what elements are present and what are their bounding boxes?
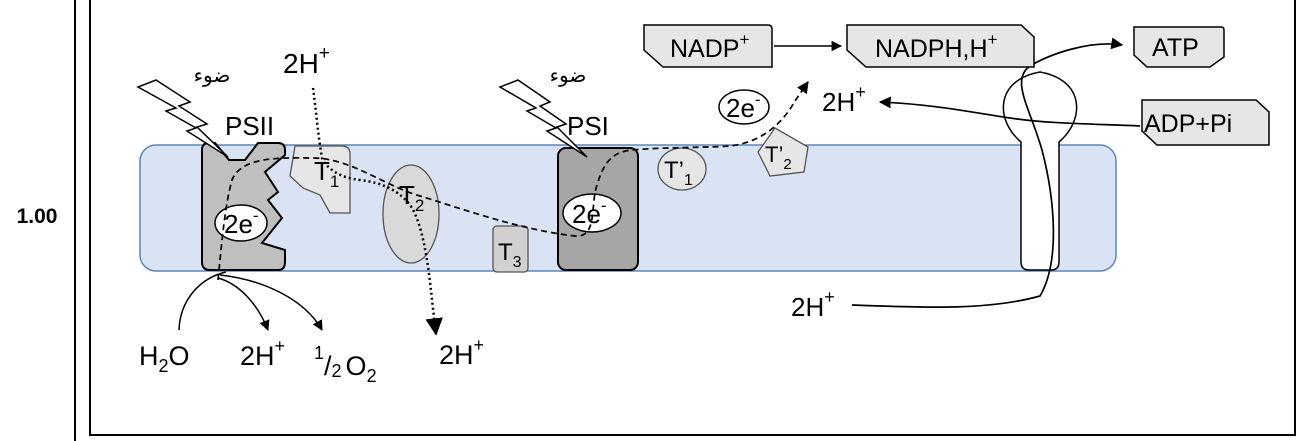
proton-water-label: 2H+ bbox=[240, 336, 285, 371]
water-arrow-right bbox=[219, 274, 323, 331]
carrier-t3 bbox=[492, 225, 529, 273]
carrier-tp2-label: T’2 bbox=[765, 142, 792, 173]
score-value: 1.00 bbox=[16, 205, 58, 228]
proton-flow-atp-synthase bbox=[851, 37, 1124, 308]
water-label: H2O bbox=[139, 341, 190, 376]
proton-path bbox=[311, 87, 443, 336]
carrier-tp2 bbox=[757, 127, 809, 177]
light-label-left: ضوء bbox=[194, 65, 231, 87]
proton-top: 2H+ bbox=[283, 43, 330, 79]
electron-bubble-psi bbox=[562, 193, 622, 233]
carrier-tp1-label: T’1 bbox=[664, 157, 693, 189]
water-arrow-middle bbox=[217, 277, 270, 331]
electrons-top-label: 2e- bbox=[726, 90, 761, 123]
proton-bottom-right: 2H+ bbox=[791, 287, 835, 322]
water-arrow-left bbox=[178, 271, 227, 331]
adp-proton-arrow bbox=[878, 96, 1141, 127]
light-label-right: ضوء bbox=[550, 65, 587, 87]
electrons-psii-label: 2e- bbox=[224, 206, 259, 239]
electrons-psi-label: 2e- bbox=[572, 196, 607, 229]
nadp-box bbox=[643, 24, 773, 68]
lightning-bolt-left bbox=[136, 79, 229, 158]
psii-label: PSII bbox=[225, 111, 274, 141]
carrier-tp1 bbox=[657, 147, 707, 191]
electron-path bbox=[217, 81, 809, 281]
carrier-t2 bbox=[382, 164, 440, 264]
adp-pi-box bbox=[1141, 99, 1270, 146]
nadph-box bbox=[846, 24, 1035, 68]
carrier-t3-label: T3 bbox=[498, 239, 522, 271]
nadph-label: NADPH,H+ bbox=[875, 30, 998, 63]
lightning-bolt-right bbox=[498, 79, 588, 158]
psi-label: PSI bbox=[567, 111, 609, 141]
atp-box bbox=[1133, 26, 1225, 68]
nadp-label: NADP+ bbox=[670, 30, 749, 63]
atp-synthase bbox=[1002, 71, 1078, 271]
electron-bubble-psii bbox=[214, 204, 268, 242]
column-divider bbox=[74, 0, 76, 441]
proton-near-nadph: 2H+ bbox=[822, 82, 866, 117]
proton-lumen-label: 2H+ bbox=[439, 335, 484, 370]
carrier-t1-label: T1 bbox=[314, 156, 339, 191]
diagram-frame bbox=[89, 0, 1296, 436]
carrier-t1 bbox=[289, 145, 351, 214]
atp-label: ATP bbox=[1152, 34, 1199, 62]
electron-bubble-top bbox=[718, 89, 770, 125]
adp-pi-label: ADP+Pi bbox=[1144, 110, 1232, 138]
carrier-t2-label: T2 bbox=[399, 180, 424, 215]
